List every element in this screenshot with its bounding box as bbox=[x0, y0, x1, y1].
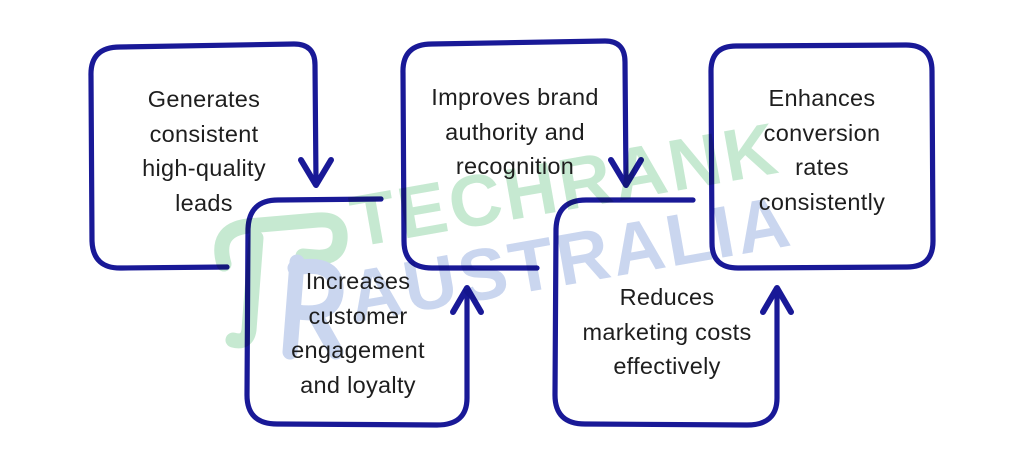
box-text-line: effectively bbox=[613, 353, 721, 379]
box-text-line: Reduces bbox=[619, 284, 715, 310]
box-improves-brand-outline bbox=[400, 38, 629, 271]
box-text-line: Increases bbox=[305, 268, 411, 294]
box-label-improves-brand: Improves brand authority and recognition bbox=[404, 80, 626, 184]
arrowhead-generates-to-increases bbox=[298, 157, 334, 188]
box-text-line: Improves brand bbox=[431, 84, 599, 110]
box-text-line: authority and bbox=[445, 118, 585, 145]
box-increases-engagement-outline bbox=[244, 196, 470, 428]
box-text-line: consistently bbox=[758, 188, 886, 215]
box-text-line: marketing costs bbox=[582, 318, 752, 345]
box-text-line: conversion bbox=[763, 119, 881, 146]
box-text-line: Generates bbox=[147, 86, 261, 112]
box-text-line: customer bbox=[308, 302, 408, 329]
box-generates-leads-outline bbox=[88, 41, 319, 271]
watermark: TECHRANK AUSTRALIA bbox=[214, 108, 798, 360]
box-text-line: recognition bbox=[455, 153, 575, 179]
box-text-line: leads bbox=[175, 189, 233, 216]
box-text-line: rates bbox=[795, 154, 849, 180]
arrowhead-reduces-to-enhances bbox=[760, 285, 794, 315]
box-text-line: and loyalty bbox=[300, 371, 416, 398]
box-label-enhances-conversion: Enhances conversion rates consistently bbox=[712, 81, 932, 219]
box-enhances-conversion-outline bbox=[708, 42, 936, 271]
arrowhead-increases-to-improves bbox=[450, 285, 484, 315]
box-reduces-costs-outline bbox=[552, 197, 780, 428]
box-label-generates-leads: Generates consistent high-quality leads bbox=[92, 82, 316, 220]
box-text-line: high-quality bbox=[142, 155, 266, 181]
box-text-line: Enhances bbox=[768, 85, 876, 111]
box-text-line: engagement bbox=[291, 337, 425, 363]
box-label-increases-engagement: Increases customer engagement and loyalt… bbox=[248, 264, 468, 402]
techrank-logo-icon bbox=[214, 212, 348, 360]
box-label-reduces-costs: Reduces marketing costs effectively bbox=[556, 280, 778, 384]
arrowhead-improves-to-reduces bbox=[608, 157, 644, 188]
box-text-line: consistent bbox=[149, 120, 259, 147]
